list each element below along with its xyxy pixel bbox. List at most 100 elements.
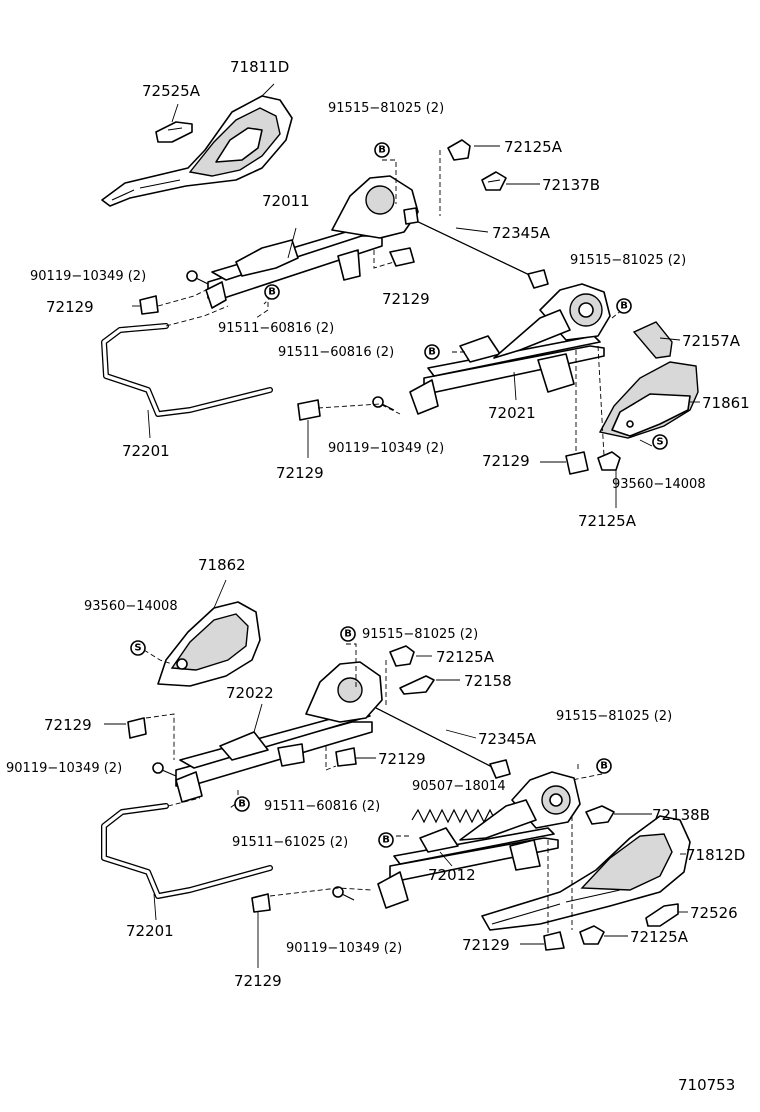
cover-71861 [598,361,699,439]
cover-71811D [101,95,293,207]
seat-track-72022 [175,661,383,803]
svg-text:B: B [344,629,352,640]
label-72129-top-b: 72129 [382,290,430,308]
bolt-90119-bot-left [152,762,177,777]
label-91511-top-b: 91511−60816 (2) [278,345,394,360]
svg-text:B: B [600,761,608,772]
label-91515-bot-a: 91515−81025 (2) [362,627,478,642]
svg-text:B: B [428,347,436,358]
bottom-leader-lines [104,579,688,968]
label-91511-top-a: 91511−60816 (2) [218,321,334,336]
clip-72129-top-right [565,451,589,475]
svg-text:B: B [620,301,628,312]
label-72129-bot-a: 72129 [44,716,92,734]
figure-code: 710753 [678,1076,735,1094]
clip-72138B [585,805,615,825]
badge-B-top-2: B [264,284,280,300]
label-71811D: 71811D [230,58,289,76]
lever-72201-top [101,323,273,417]
clip-72125A-bot [389,645,415,667]
label-72125A-bot-a: 72125A [436,648,495,666]
label-71861: 71861 [702,394,750,412]
label-72022: 72022 [226,684,274,702]
label-90507: 90507−18014 [412,779,506,794]
seat-track-72011 [205,175,419,309]
clip-72125A-bot-right [579,925,605,945]
label-72137B: 72137B [542,176,600,194]
label-72125A-top-a: 72125A [504,138,563,156]
label-90119-top-b: 90119−10349 (2) [328,441,444,456]
knob-72157A [632,321,673,359]
label-91515-top-b: 91515−81025 (2) [570,253,686,268]
label-72011: 72011 [262,192,310,210]
label-91511-bot-b: 91511−61025 (2) [232,835,348,850]
label-91515-bot-b: 91515−81025 (2) [556,709,672,724]
svg-text:B: B [268,287,276,298]
seat-track-72012 [377,771,581,909]
badge-B-top-1: B [374,142,390,158]
clip-72125A-top-right [597,451,621,471]
label-72129-bot-d: 72129 [462,936,510,954]
cover-71812D [481,815,691,931]
badge-B-top-4: B [424,344,440,360]
svg-text:B: B [378,145,386,156]
bolt-90119-bot-right [332,886,355,901]
clip-72129-top-bottom [297,399,321,421]
bolt-90119-top-right [372,396,395,411]
label-90119-bot-b: 90119−10349 (2) [286,941,402,956]
label-93560-bot: 93560−14008 [84,599,178,614]
clip-72129-bot-c [251,893,271,913]
label-72345A-bot: 72345A [478,730,537,748]
label-71812D: 71812D [686,846,745,864]
label-72125A-top-b: 72125A [578,512,637,530]
svg-text:B: B [238,799,246,810]
clip-72129-top-mid [389,247,415,267]
badge-B-bot-1: B [340,626,356,642]
badge-B-bot-3: B [234,796,250,812]
rod-72345A-bottom [375,707,511,779]
label-72012: 72012 [428,866,476,884]
clip-72129-bot-a [127,717,147,739]
label-72125A-bot-b: 72125A [630,928,689,946]
label-90119-bot-a: 90119−10349 (2) [6,761,122,776]
clip-72129-top-left [139,295,159,315]
label-72201-bot: 72201 [126,922,174,940]
cover-71862 [157,601,261,687]
label-72201-top: 72201 [122,442,170,460]
badge-S-top: S [652,434,668,450]
label-72525A: 72525A [142,82,201,100]
bottom-assembly: S B B B B 71862 93560−14008 91515−81025 … [6,556,745,990]
bolt-90119-top-left [186,270,209,285]
svg-text:B: B [382,835,390,846]
label-72129-bot-b: 72129 [378,750,426,768]
label-72138B: 72138B [652,806,710,824]
label-90119-top-a: 90119−10349 (2) [30,269,146,284]
badge-B-bot-4: B [378,832,394,848]
part-72158 [399,675,435,695]
badge-B-bot-2: B [596,758,612,774]
clip-72129-bot-d [543,931,565,951]
label-72158: 72158 [464,672,512,690]
label-72129-top-a: 72129 [46,298,94,316]
knob-72526 [645,903,679,927]
label-71862: 71862 [198,556,246,574]
label-72129-top-c: 72129 [276,464,324,482]
clip-72137B [481,171,507,191]
badge-S-bot: S [130,640,146,656]
label-72129-bot-c: 72129 [234,972,282,990]
rod-72345A [403,207,549,289]
label-72345A-top: 72345A [492,224,551,242]
top-assembly: B B B B S 71811D 72525A 91515−81025 (2) … [30,58,750,530]
label-93560-top: 93560−14008 [612,477,706,492]
badge-B-top-3: B [616,298,632,314]
clip-72129-bot-b [335,747,357,767]
svg-text:S: S [134,643,141,654]
knob-72525A [155,121,193,143]
label-91511-bot-a: 91511−60816 (2) [264,799,380,814]
label-72157A: 72157A [682,332,741,350]
label-72021: 72021 [488,404,536,422]
label-91515-top-a: 91515−81025 (2) [328,101,444,116]
spring-90507 [411,808,509,824]
lever-72201-bot [101,803,273,899]
